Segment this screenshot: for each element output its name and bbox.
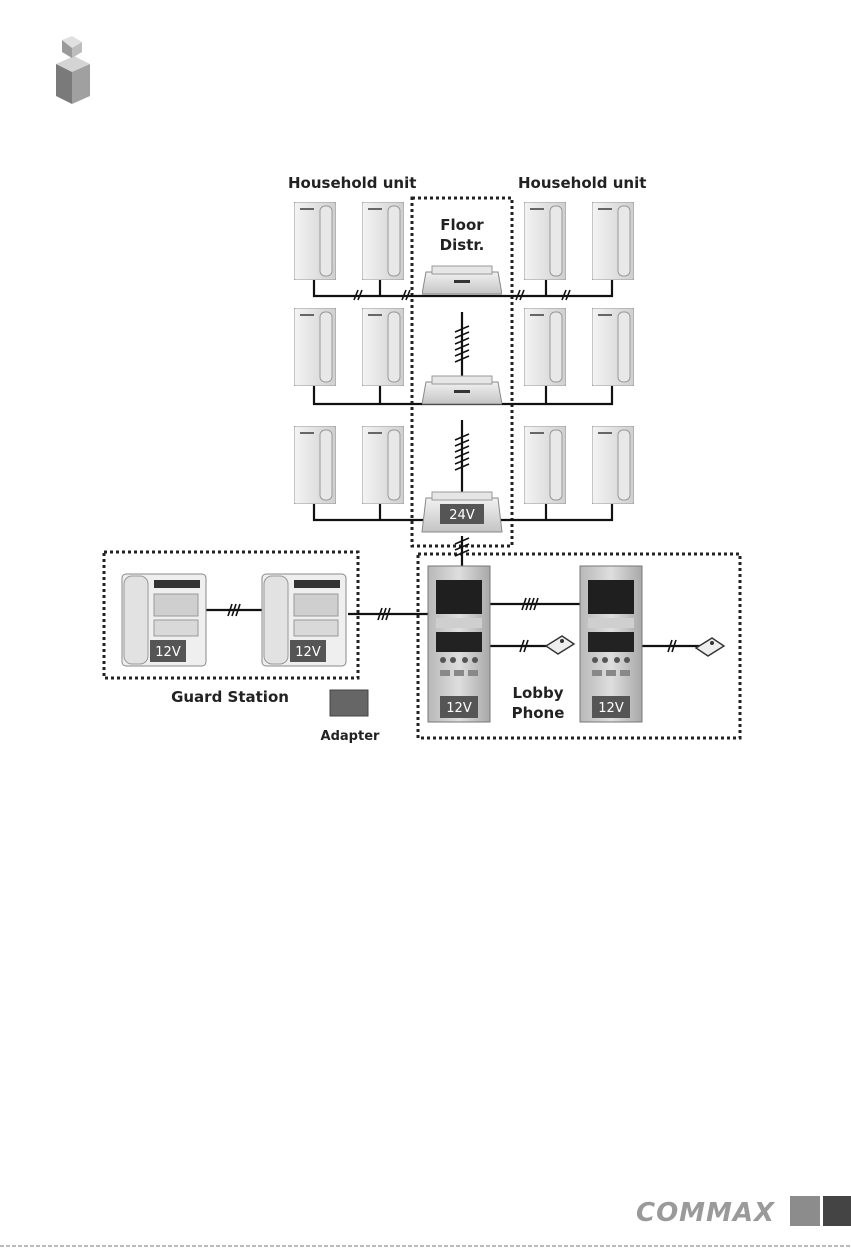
household-handset [524,308,566,386]
household-handset [524,426,566,504]
floor-distributor-box [422,266,502,294]
floor-distr-label-line1: Floor [440,216,484,234]
guard-station-label: Guard Station [171,688,289,706]
guard-1-voltage-badge: 12V [155,645,181,660]
household-handset [362,202,404,280]
power-distributor-box: 24V [422,492,502,532]
household-handset [592,202,634,280]
lobby-phones: 12V 12V [428,566,724,722]
household-handset [592,426,634,504]
household-unit-label-left: Household unit [288,174,416,192]
door-release-icon [696,638,724,656]
guard-phone-1: 12V [122,574,206,666]
door-release-icon [546,636,574,654]
lobby-2-voltage-badge: 12V [598,701,624,716]
footer-bar [823,1196,851,1226]
floor-distributor-box [422,376,502,404]
lobby-1-voltage-badge: 12V [446,701,472,716]
lobby-phone-label-line2: Phone [512,704,565,722]
household-handset [294,202,336,280]
lobby-phone-label-line1: Lobby [512,684,563,702]
adapter-box [330,690,368,716]
brand-logo: COMMAX [636,1196,786,1230]
guard-station: 12V 12V [122,574,432,666]
household-handset [294,308,336,386]
guard-phone-2: 12V [262,574,346,666]
lobby-panel-2: 12V [580,566,642,722]
household-handset [362,426,404,504]
household-handset [294,426,336,504]
guard-2-voltage-badge: 12V [295,645,321,660]
household-handset [524,202,566,280]
floor-distr-label-line2: Distr. [440,236,485,254]
distributor-voltage-badge: 24V [449,508,475,523]
household-handset [592,308,634,386]
household-unit-label-right: Household unit [518,174,646,192]
adapter-label: Adapter [321,729,380,744]
section-cube-icon [56,36,90,104]
lobby-panel-1: 12V [428,566,490,722]
household-handset [362,308,404,386]
floor-distributors: 24V [422,266,502,532]
footer-bar [790,1196,820,1226]
